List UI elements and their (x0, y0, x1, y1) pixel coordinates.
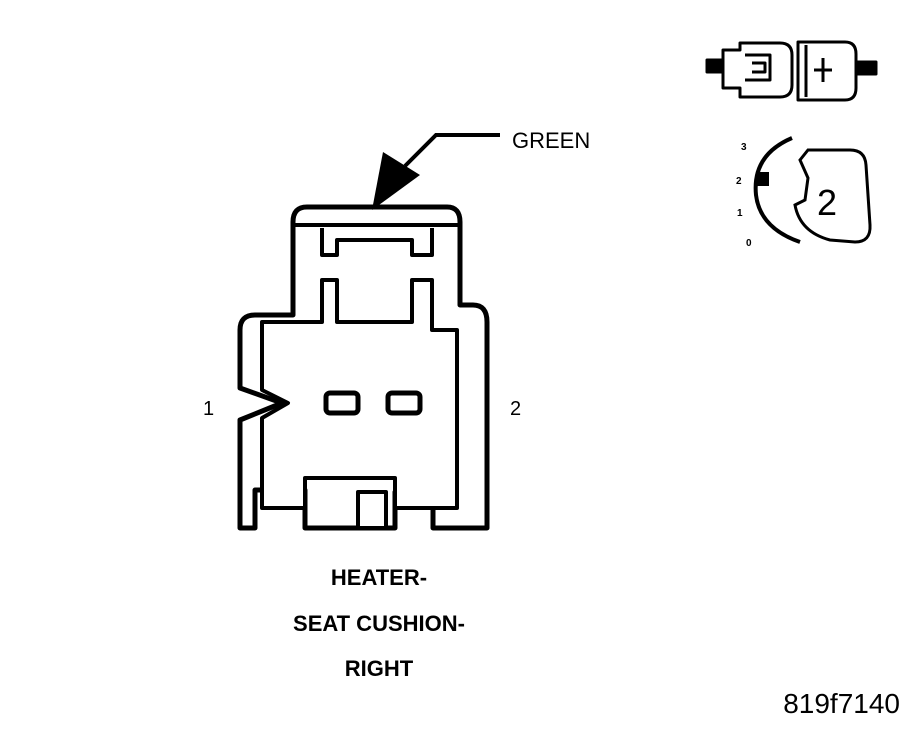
pin-label-left: 1 (203, 398, 214, 420)
female-connector-half (721, 41, 794, 99)
wire-color-label: GREEN (512, 128, 590, 153)
position-tick-0: 0 (746, 238, 752, 249)
terminal-slot-2 (385, 390, 423, 416)
pointer-leader-line (403, 133, 500, 168)
connector-caption-line-2: SEAT CUSHION- (293, 611, 465, 636)
pointer-arrowhead (372, 152, 420, 210)
pin-count-view: 3 2 1 0 2 (736, 136, 872, 249)
connector-bottom-tab (356, 490, 388, 530)
pin-count-number: 2 (817, 182, 837, 223)
wire-stub-right (854, 60, 878, 76)
mating-connector-icon (705, 40, 878, 102)
position-tick-3: 3 (741, 142, 747, 153)
connector-inner-cavity (260, 228, 459, 510)
connector-end-view (793, 148, 872, 244)
connector-caption-line-3: RIGHT (345, 656, 414, 681)
connector-caption-line-1: HEATER- (331, 565, 427, 590)
position-tick-2: 2 (736, 176, 742, 187)
wire-color-pointer: GREEN (372, 128, 590, 210)
wire-stub-left (705, 58, 725, 74)
position-arc (753, 136, 801, 244)
female-latch (745, 53, 772, 82)
figure-id: 819f7140 (783, 688, 900, 719)
position-marker (757, 172, 769, 186)
pin-label-right: 2 (510, 398, 521, 420)
terminal-slot-1 (323, 390, 361, 416)
connector-face (237, 204, 490, 531)
position-tick-1: 1 (737, 208, 743, 219)
